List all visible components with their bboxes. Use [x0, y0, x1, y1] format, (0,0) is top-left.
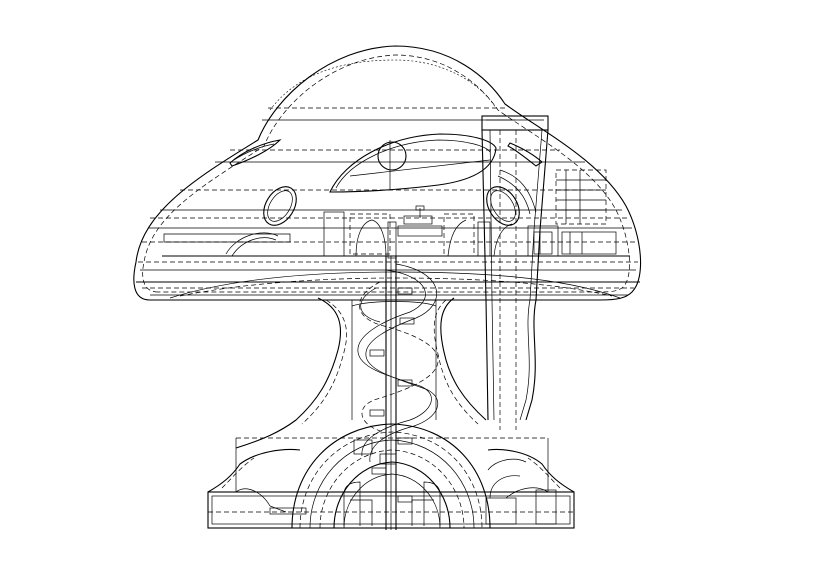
spiral-staircase: [357, 256, 439, 530]
tower: [481, 115, 549, 430]
mushroom-cap: [133, 45, 642, 301]
mushroom-stem: [235, 297, 487, 449]
cap-windows: [163, 133, 543, 257]
base-doorway: [291, 423, 491, 529]
base-plinth: [207, 437, 575, 529]
cap-interior: [323, 169, 617, 259]
